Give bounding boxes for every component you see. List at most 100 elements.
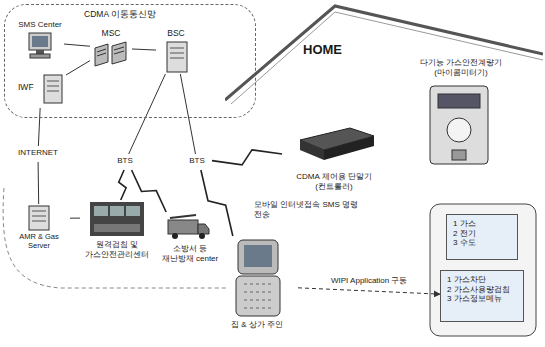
computer-icon xyxy=(29,33,51,50)
server-detail xyxy=(32,211,46,221)
node-label: 1 가스 xyxy=(453,219,513,229)
controller-side xyxy=(324,136,374,160)
truck-body xyxy=(168,220,198,234)
text-block: 1 가스차단2 가스사용량검침3 가스정보메뉴 xyxy=(447,275,519,304)
monitoring-center: 원격검침 및 가스안전관리센터 xyxy=(80,200,154,266)
server-icon xyxy=(167,42,187,72)
node-label: BTS xyxy=(110,156,140,166)
truck-ladder xyxy=(170,215,196,218)
node-label: INTERNET xyxy=(6,148,70,158)
network-line xyxy=(38,108,40,146)
base-station: BTS xyxy=(110,154,140,170)
network-line xyxy=(38,162,40,204)
text-block: SMS Center xyxy=(16,20,64,30)
switch-detail xyxy=(97,47,124,56)
edge-label-box: 모바일 인터넷접속 SMS 명령 전송 xyxy=(252,200,364,219)
text-block: 집 & 상가 주인 xyxy=(216,320,298,330)
meter-display xyxy=(438,94,480,108)
owner-phone: 집 & 상가 주인 xyxy=(216,236,298,336)
radio-link xyxy=(132,170,167,212)
edge-label-box: WIPI Application 구동 xyxy=(329,276,409,286)
region-outline xyxy=(3,188,226,288)
house-outline xyxy=(225,4,543,198)
msc-switch: MSC xyxy=(90,28,132,68)
house-roof xyxy=(231,12,543,104)
node-label: HOME xyxy=(303,42,373,58)
edge-label: WIPI Application 구동 xyxy=(329,276,409,286)
radio-link xyxy=(119,170,126,200)
fire-station: 소방서 등 재난방재 center xyxy=(156,212,224,270)
cdma-controller: CDMA 제어용 단말기(컨트롤러) xyxy=(282,124,386,196)
phone-screen xyxy=(244,245,272,267)
amr-server: AMR & Gas Server xyxy=(8,204,70,252)
app-arrow xyxy=(298,288,440,294)
node-label: 원격검침 및 가스안전관리센터 xyxy=(80,240,154,259)
radio-link xyxy=(212,150,282,165)
network-region: CDMA 이동통신망SMS CenterMSC BSC IWF xyxy=(4,4,256,118)
phone-menu-screen: 1 가스차단2 가스사용량검침3 가스정보메뉴 xyxy=(440,270,524,322)
text-block: INTERNET xyxy=(6,148,70,158)
phone-body xyxy=(236,276,280,316)
node-label: BSC xyxy=(156,28,196,38)
iwf-gateway: IWF xyxy=(16,72,66,108)
meter-valve xyxy=(452,150,466,160)
base-station: BTS xyxy=(182,154,212,170)
text-block: BTS xyxy=(182,156,212,166)
node-label: CDMA 제어용 단말기(컨트롤러) xyxy=(282,172,386,191)
bsc-station: BSC xyxy=(156,28,196,74)
text-block: 1 가스2 전기3 수도 xyxy=(453,219,513,248)
network-line xyxy=(66,61,90,75)
truck-wheel xyxy=(199,233,205,239)
server-icon xyxy=(29,206,49,230)
text-block: 소방서 등 재난방재 center xyxy=(156,244,224,263)
phone-lid xyxy=(238,240,278,274)
text-block: 원격검침 및 가스안전관리센터 xyxy=(80,240,154,259)
node-label: 다기능 가스안전계량기 (마이콤미터기) xyxy=(405,58,517,77)
control-room-screen xyxy=(126,206,140,216)
text-block: BSC xyxy=(156,28,196,38)
node-label: 2 전기 xyxy=(453,229,513,239)
computer-base xyxy=(30,54,50,58)
network-line xyxy=(180,74,195,154)
node-label: BTS xyxy=(182,156,212,166)
node-label: 3 수도 xyxy=(453,238,513,248)
sms-center: SMS Center xyxy=(16,20,64,64)
internet-node: INTERNET xyxy=(6,146,70,162)
truck-wheel xyxy=(172,233,178,239)
node-label: 소방서 등 재난방재 center xyxy=(156,244,224,263)
computer-screen xyxy=(32,36,48,47)
server-detail xyxy=(47,81,59,91)
edge-label: 모바일 인터넷접속 SMS 명령 전송 xyxy=(252,200,364,219)
node-label: 3 가스정보메뉴 xyxy=(447,294,519,304)
meter-dial xyxy=(447,118,471,142)
phone-menu-screen: 1 가스2 전기3 수도 xyxy=(446,214,518,260)
radio-link xyxy=(201,170,233,236)
home-house: HOME 다기능 가스안전계량기 (마이콤미터기) CDMA 제어용 단말기(컨트롤… xyxy=(225,4,543,198)
network-line xyxy=(132,49,156,50)
control-room-screen xyxy=(94,206,108,216)
controller-side xyxy=(300,140,324,160)
text-block: IWF xyxy=(18,82,44,92)
node-label: 집 & 상가 주인 xyxy=(216,320,298,330)
node-label: SMS Center xyxy=(16,20,64,30)
text-block: HOME xyxy=(303,42,373,58)
network-line xyxy=(64,44,90,46)
node-label: CDMA 이동통신망 xyxy=(35,9,205,19)
gas-meter xyxy=(430,86,488,164)
node-label: MSC xyxy=(90,28,132,38)
text-block: CDMA 이동통신망 xyxy=(35,9,205,19)
node-label: AMR & Gas Server xyxy=(8,232,70,250)
server-detail xyxy=(170,48,184,58)
network-line xyxy=(129,74,166,154)
control-room-desk xyxy=(94,224,140,232)
server-icon xyxy=(44,75,62,103)
node-label: IWF xyxy=(18,82,44,92)
phone-keys xyxy=(244,284,272,308)
house-roof xyxy=(225,6,543,100)
text-block: CDMA 제어용 단말기(컨트롤러) xyxy=(282,172,386,191)
truck-cab xyxy=(198,224,209,234)
text-block: MSC xyxy=(90,28,132,38)
text-block: 다기능 가스안전계량기 (마이콤미터기) xyxy=(405,58,517,77)
node-label: 2 가스사용량검침 xyxy=(447,285,519,295)
gas-meter-device: 다기능 가스안전계량기 (마이콤미터기) xyxy=(405,58,517,168)
